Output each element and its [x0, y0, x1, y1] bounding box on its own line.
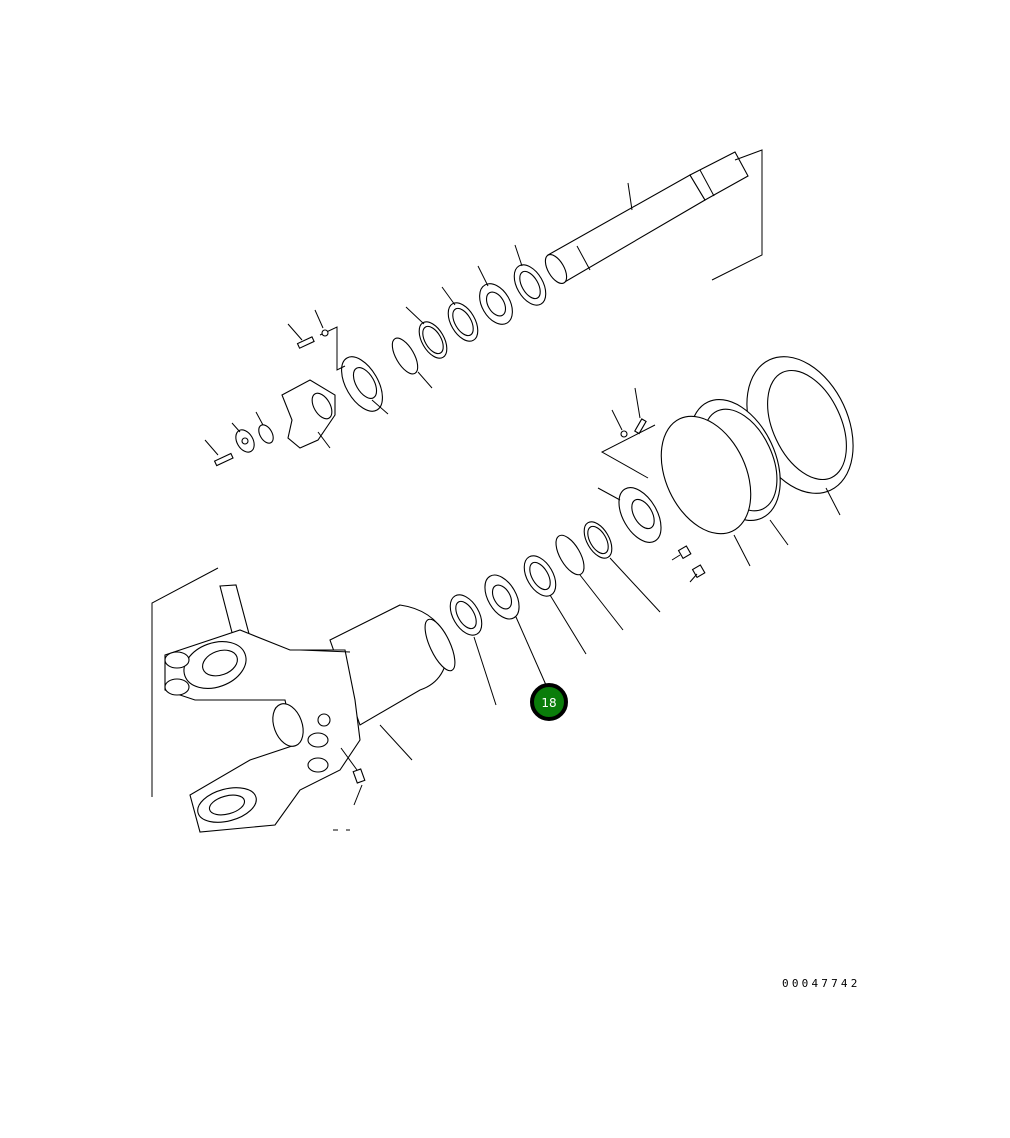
lower-cover: [597, 487, 706, 583]
callout-18[interactable]: 18: [530, 683, 568, 721]
upper-bearing-cone: [477, 265, 513, 325]
callout-label: 18: [541, 696, 556, 710]
upper-spacer-ring: [405, 306, 448, 359]
upper-bolts: [287, 309, 329, 349]
upper-bearing-cup: [441, 286, 479, 342]
axle-housing: [151, 567, 456, 833]
upper-cover: [319, 326, 389, 415]
drawing-number: 00047742: [782, 977, 861, 990]
lower-bearing: [523, 555, 587, 655]
large-seal-ring: [660, 415, 752, 567]
washer-o-ring: [204, 411, 274, 467]
coupling-yoke: [281, 379, 336, 449]
lower-bolts: [600, 387, 656, 479]
upper-bearing: [513, 244, 547, 306]
lower-ring: [583, 521, 661, 613]
lower-o-ring: [555, 534, 624, 631]
lower-bearing-cup: [449, 594, 497, 706]
axle-shaft: [544, 149, 763, 284]
part-18-bearing-cone: [484, 574, 547, 686]
upper-o-ring: [391, 337, 433, 389]
